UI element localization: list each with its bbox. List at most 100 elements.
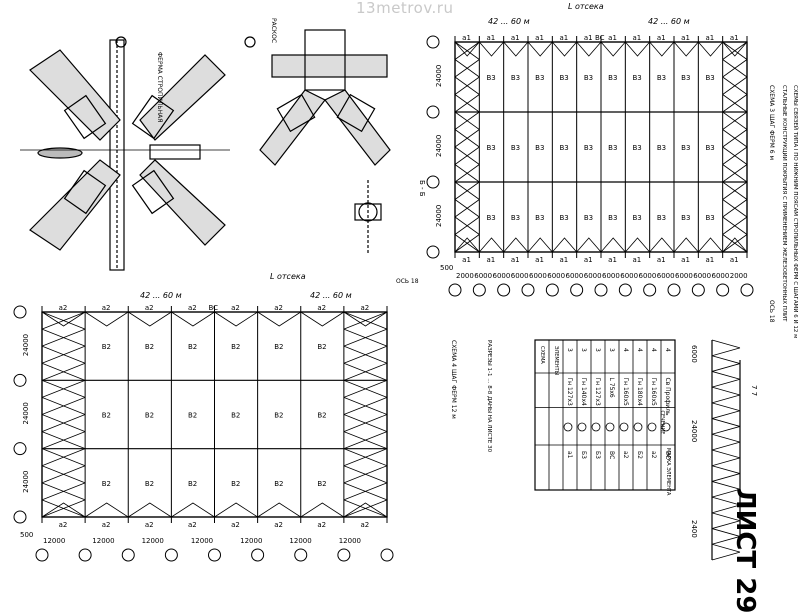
grid-axis-bubble: [594, 283, 608, 297]
edge-truss: [300, 311, 345, 327]
brace-diagonal: [343, 482, 388, 501]
brace-label: РАСКОС: [270, 18, 277, 43]
member-label-mid: B3: [535, 74, 544, 82]
member-label-edge: a2: [102, 521, 111, 529]
edge-truss: [527, 41, 553, 57]
brace-diagonal: [41, 448, 86, 467]
grid-axis-bubble: [78, 548, 92, 562]
title-line-2: СХЕМЫ СВЯЗЕЙ ТИПА I ПО НИЖНИМ ПОЯСАМ СТР…: [792, 85, 799, 338]
drawing-canvas: ФЕРМА СТРОПИЛЬНАЯ РАСКОС Б - Б a1a1a1a1B…: [13, 2, 799, 562]
elevation-label: 7 7: [750, 385, 758, 396]
edge-truss: [300, 502, 345, 518]
table-header: СЕЧЕНИЕ: [659, 411, 665, 435]
bottom-dimension: 6000: [620, 272, 638, 280]
member-label-edge: a1: [706, 256, 715, 264]
edge-truss: [673, 41, 699, 57]
edge-truss: [128, 502, 172, 518]
member-label-mid: B2: [231, 480, 240, 488]
member-label-edge: a2: [102, 304, 111, 312]
bottom-dimension: 6000: [547, 272, 565, 280]
brace-diagonal: [722, 111, 748, 130]
table-mark: а2: [622, 451, 629, 459]
node-detail-left: [20, 36, 256, 271]
brace-diagonal: [41, 345, 86, 364]
brace-diagonal: [722, 181, 748, 200]
member-label-edge: a1: [706, 34, 715, 42]
edge-truss: [479, 41, 504, 57]
node-detail-center: [259, 29, 391, 255]
edge-truss: [649, 237, 675, 253]
bottom-dimension: 6000: [511, 272, 529, 280]
section-sketch: [577, 422, 587, 432]
elevation-web: [711, 551, 741, 561]
brace-diagonal: [722, 76, 748, 95]
member-label-edge: a2: [317, 521, 326, 529]
brace-diagonal: [454, 181, 480, 200]
member-label-edge: a2: [317, 304, 326, 312]
bottom-dimension: 2000: [456, 272, 474, 280]
edge-truss: [171, 311, 215, 327]
table-mark: Б2: [636, 451, 643, 459]
member-label-mid: B2: [145, 480, 154, 488]
member-label-edge: a1: [560, 256, 569, 264]
elevation-dim: 6000: [690, 345, 698, 363]
table-schema: 3: [566, 348, 573, 352]
table-profile: Гн 180х4: [636, 378, 643, 406]
grid-axis-bubble: [472, 283, 486, 297]
grid-axis-bubble: [643, 283, 657, 297]
member-label-edge: a1: [657, 34, 666, 42]
elevation-web: [711, 496, 741, 506]
member-label-edge: a1: [487, 256, 496, 264]
brace-diagonal: [454, 234, 480, 253]
edge-truss: [343, 502, 388, 518]
brace-diagonal: [41, 311, 86, 330]
member-label-mid: B2: [317, 412, 326, 420]
section-sketch: [605, 422, 615, 432]
bottom-dimension: 12000: [43, 537, 65, 545]
section-sketch: [633, 422, 643, 432]
table-mark: ВС: [608, 451, 615, 459]
brace-diagonal: [343, 397, 388, 415]
member-label-mid: B3: [584, 74, 593, 82]
member-label-edge: a1: [584, 34, 593, 42]
member-label-mid: B2: [231, 412, 240, 420]
side-dimension: 24000: [435, 205, 443, 227]
member-label-mid: B3: [560, 214, 569, 222]
elevation-web: [711, 481, 741, 490]
member-label-edge: a1: [487, 34, 496, 42]
brace-diagonal: [343, 465, 388, 484]
grid-axis-bubble: [716, 283, 730, 297]
section-sketch: [563, 422, 573, 432]
brace-diagonal: [454, 129, 480, 148]
table-profile: Гн 160х5: [650, 378, 657, 406]
brace-diagonal: [343, 311, 388, 330]
side-dimension: 24000: [435, 65, 443, 87]
brace-diagonal: [722, 41, 748, 60]
grid-axis-bubble: [426, 175, 440, 189]
elevation-web: [711, 426, 741, 435]
grid-axis-bubble: [164, 548, 178, 562]
bottom-dimension: 6000: [602, 272, 620, 280]
member-label-edge: a1: [681, 34, 690, 42]
elevation-web: [711, 402, 741, 412]
elevation-web: [711, 371, 741, 380]
brace-diagonal: [454, 216, 480, 235]
brace-diagonal: [41, 362, 86, 381]
member-label-mid: B2: [102, 412, 111, 420]
edge-truss: [214, 502, 258, 518]
member-label-edge: a1: [511, 256, 520, 264]
elevation-web: [711, 378, 741, 388]
bottom-dimension: 12000: [191, 537, 213, 545]
member-label-edge: a2: [145, 304, 154, 312]
bottom-dimension: 12000: [289, 537, 311, 545]
brace-diagonal: [454, 199, 480, 218]
brace-diagonal: [454, 94, 480, 113]
grid-axis-bubble: [426, 105, 440, 119]
top-span-label: L отсека: [568, 2, 604, 11]
brace-diagonal: [454, 76, 480, 95]
edge-truss: [479, 237, 504, 253]
brace-diagonal: [343, 431, 388, 450]
top-scheme-caption: СХЕМА 3 ШАГ ФЕРМ 6 м: [768, 85, 775, 160]
table-schema: 3: [594, 348, 601, 352]
